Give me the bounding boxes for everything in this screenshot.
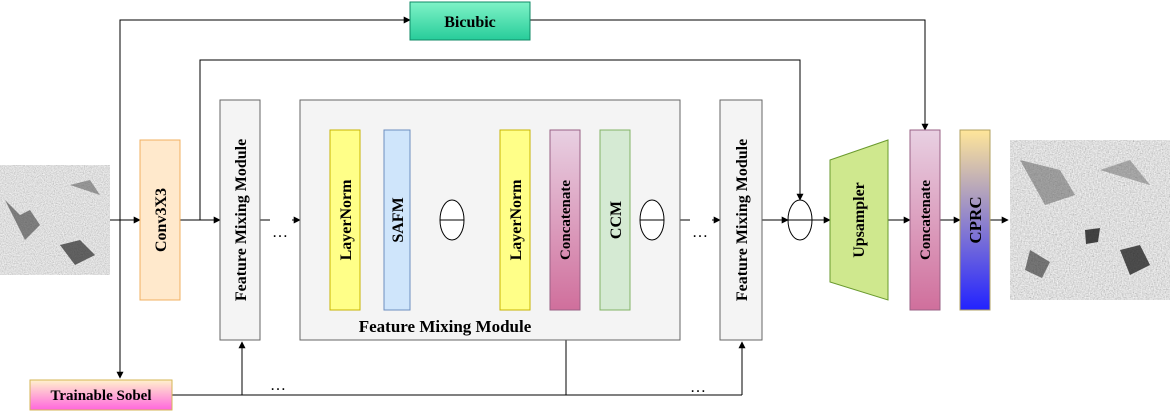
cprc-label: CPRC (966, 196, 985, 243)
concatenate-block-outer: Concatenate (909, 129, 941, 311)
ellipsis-bottom-right: … (690, 379, 706, 396)
safm-label: SAFM (390, 197, 407, 242)
add-operator-2 (639, 199, 665, 241)
trainable-sobel-label: Trainable Sobel (51, 388, 152, 404)
concatenate-outer-label: Concatenate (918, 180, 934, 260)
conv3x3-block: Conv3X3 (139, 139, 181, 301)
add-operator-1 (439, 199, 465, 241)
layernorm1-label: LayerNorm (338, 179, 355, 261)
ccm-label: CCM (608, 201, 625, 239)
ellipsis-bottom-left: … (270, 377, 286, 394)
ellipsis-main-right: … (692, 224, 708, 241)
bicubic-label: Bicubic (444, 14, 496, 31)
add-operator-3 (787, 199, 813, 241)
output-image (1010, 140, 1170, 300)
layernorm-block-2: LayerNorm (499, 129, 531, 311)
cprc-block: CPRC (959, 129, 991, 311)
conv3x3-label: Conv3X3 (153, 188, 170, 252)
ellipsis-main-left: … (272, 224, 288, 241)
feature-mixing-module-right: Feature Mixing Module (719, 99, 763, 341)
upsampler-label: Upsampler (851, 182, 868, 258)
fmm-left-label: Feature Mixing Module (233, 139, 250, 301)
ccm-block: CCM (599, 129, 631, 311)
upsampler-block: Upsampler (829, 139, 889, 301)
trainable-sobel-block: Trainable Sobel (29, 379, 173, 411)
feature-mixing-module-left: Feature Mixing Module (219, 99, 261, 341)
bicubic-block: Bicubic (409, 1, 531, 41)
layernorm2-label: LayerNorm (508, 179, 525, 261)
layernorm-block-1: LayerNorm (329, 129, 361, 311)
safm-block: SAFM (383, 129, 411, 311)
concatenate-block-inner: Concatenate (549, 129, 581, 311)
concatenate-inner-label: Concatenate (558, 180, 574, 260)
input-image (0, 165, 110, 275)
fmm-inner-label: Feature Mixing Module (359, 317, 532, 336)
fmm-right-label: Feature Mixing Module (734, 139, 751, 301)
